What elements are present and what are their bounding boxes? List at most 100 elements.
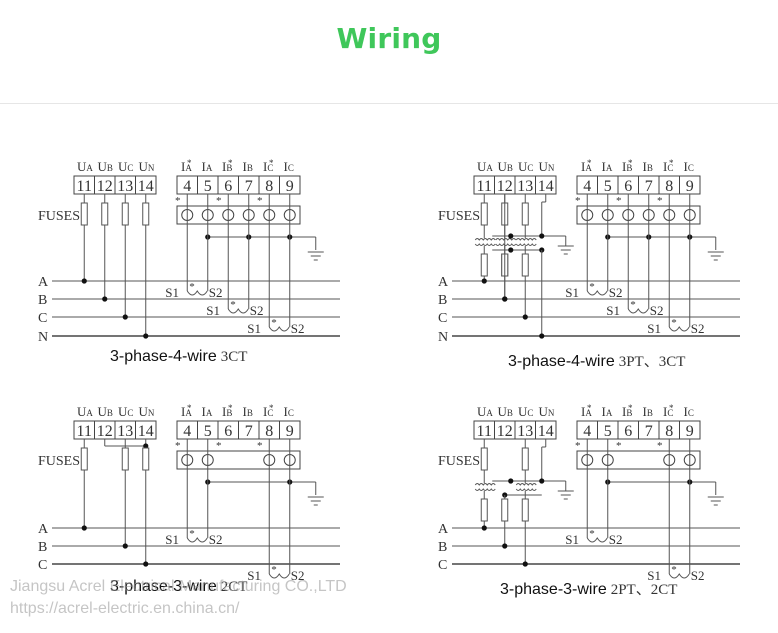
polarity-star: * [628, 158, 633, 168]
ct-s2-label: S2 [650, 303, 664, 318]
ct-s1-label: S1 [647, 568, 661, 583]
ct-s2-label: S2 [609, 285, 623, 300]
fuse-icon [480, 498, 488, 522]
voltage-terminal-label: UC [518, 404, 533, 419]
current-terminal-number: 4 [583, 423, 591, 440]
phase-label-B: B [38, 293, 47, 308]
ct-s1-label: S1 [206, 303, 220, 318]
current-terminal-number: 4 [583, 178, 591, 195]
fuse-icon [101, 202, 109, 226]
phase-label-C: C [38, 311, 47, 326]
pt-transformer-icon [515, 238, 537, 241]
current-terminal-number: 5 [604, 423, 612, 440]
current-terminal-number: 8 [265, 423, 273, 440]
pt-transformer-icon [495, 243, 517, 246]
ct-coil-icon [627, 308, 649, 314]
phase-label-B: B [438, 540, 447, 555]
current-terminal-label: IA [581, 159, 592, 174]
junction-dot [143, 333, 149, 339]
junction-dot [508, 247, 514, 253]
voltage-terminal-label: UA [477, 404, 493, 419]
phase-label-N: N [38, 330, 48, 345]
ct-coil-icon [586, 537, 608, 543]
voltage-terminal-number: 11 [477, 423, 492, 440]
current-terminal-number: 7 [645, 178, 653, 195]
diagram-svg: 11UA12UB13UC14UN4IA*5IA6IB*7IB8IC*9IC***… [38, 158, 340, 345]
watermark-url: https://acrel-electric.en.china.cn/ [10, 600, 240, 617]
polarity-star: * [575, 440, 581, 452]
polarity-star: * [630, 299, 636, 311]
pt-transformer-icon [515, 488, 537, 491]
current-terminal-number: 6 [224, 178, 232, 195]
fuse-icon [480, 202, 488, 226]
current-terminal-label: IC [263, 159, 273, 174]
current-terminal-label: IA [202, 404, 213, 419]
current-terminal-label: IC [263, 404, 273, 419]
current-terminal-label: IA [202, 159, 213, 174]
polarity-star: * [589, 281, 595, 293]
diagram-svg: 11UA12UB13UC14UN4IA*5IA6IB*7IB8IC*9IC***… [438, 158, 740, 345]
current-terminal-label: IC [684, 159, 694, 174]
ct-coil-icon [668, 573, 690, 579]
ct-coil-icon [268, 326, 290, 332]
ct-s2-label: S2 [209, 532, 223, 547]
current-terminal-number: 8 [665, 178, 673, 195]
voltage-terminal-label: UB [498, 404, 513, 419]
polarity-star: * [616, 195, 622, 207]
current-terminal-number: 8 [265, 178, 273, 195]
fuse-icon [121, 447, 129, 471]
voltage-terminal-label: UC [518, 159, 533, 174]
voltage-terminal-label: UB [498, 159, 513, 174]
polarity-star: * [628, 403, 633, 413]
current-terminal-number: 9 [286, 178, 294, 195]
polarity-star: * [216, 195, 222, 207]
voltage-terminal-label: UN [139, 404, 155, 419]
diagram-svg: 11UA12UB13UC14UN4IA*5IA6IB*7IB8IC*9IC***… [438, 403, 740, 583]
polarity-star: * [671, 317, 677, 329]
current-terminal-label: IA [581, 404, 592, 419]
polarity-star: * [269, 403, 274, 413]
current-terminal-label: IC [284, 159, 294, 174]
current-terminal-label: IB [243, 159, 253, 174]
current-terminal-number: 7 [245, 178, 253, 195]
ct-s1-label: S1 [165, 532, 179, 547]
voltage-terminal-number: 13 [117, 423, 133, 440]
polarity-star: * [187, 158, 192, 168]
pt-transformer-icon [474, 243, 496, 246]
ct-terminal-strip [176, 205, 301, 225]
ct-s1-label: S1 [606, 303, 620, 318]
polarity-star: * [657, 195, 663, 207]
polarity-star: * [175, 440, 181, 452]
voltage-terminal-number: 14 [138, 178, 154, 195]
voltage-terminal-number: 11 [77, 423, 92, 440]
voltage-terminal-number: 13 [517, 423, 533, 440]
phase-label-C: C [438, 558, 447, 573]
polarity-star: * [216, 440, 222, 452]
ct-terminal-strip [176, 450, 301, 470]
polarity-star: * [257, 440, 263, 452]
fuse-icon [80, 202, 88, 226]
current-terminal-number: 9 [686, 178, 694, 195]
polarity-star: * [271, 317, 277, 329]
phase-label-C: C [438, 311, 447, 326]
polarity-star: * [228, 158, 233, 168]
current-terminal-label: IB [222, 404, 232, 419]
voltage-terminal-label: UC [118, 159, 133, 174]
polarity-star: * [671, 564, 677, 576]
junction-dot [122, 314, 128, 320]
caption-sub: 2CT [220, 579, 248, 595]
current-terminal-label: IA [181, 159, 192, 174]
fuse-icon [142, 447, 150, 471]
polarity-star: * [271, 564, 277, 576]
polarity-star: * [575, 195, 581, 207]
voltage-terminal-number: 12 [97, 178, 113, 195]
junction-dot [522, 561, 528, 567]
phase-label-A: A [438, 275, 449, 290]
fuses-label: FUSES [38, 209, 80, 224]
phase-label-A: A [438, 522, 449, 537]
voltage-terminal-number: 11 [77, 178, 92, 195]
